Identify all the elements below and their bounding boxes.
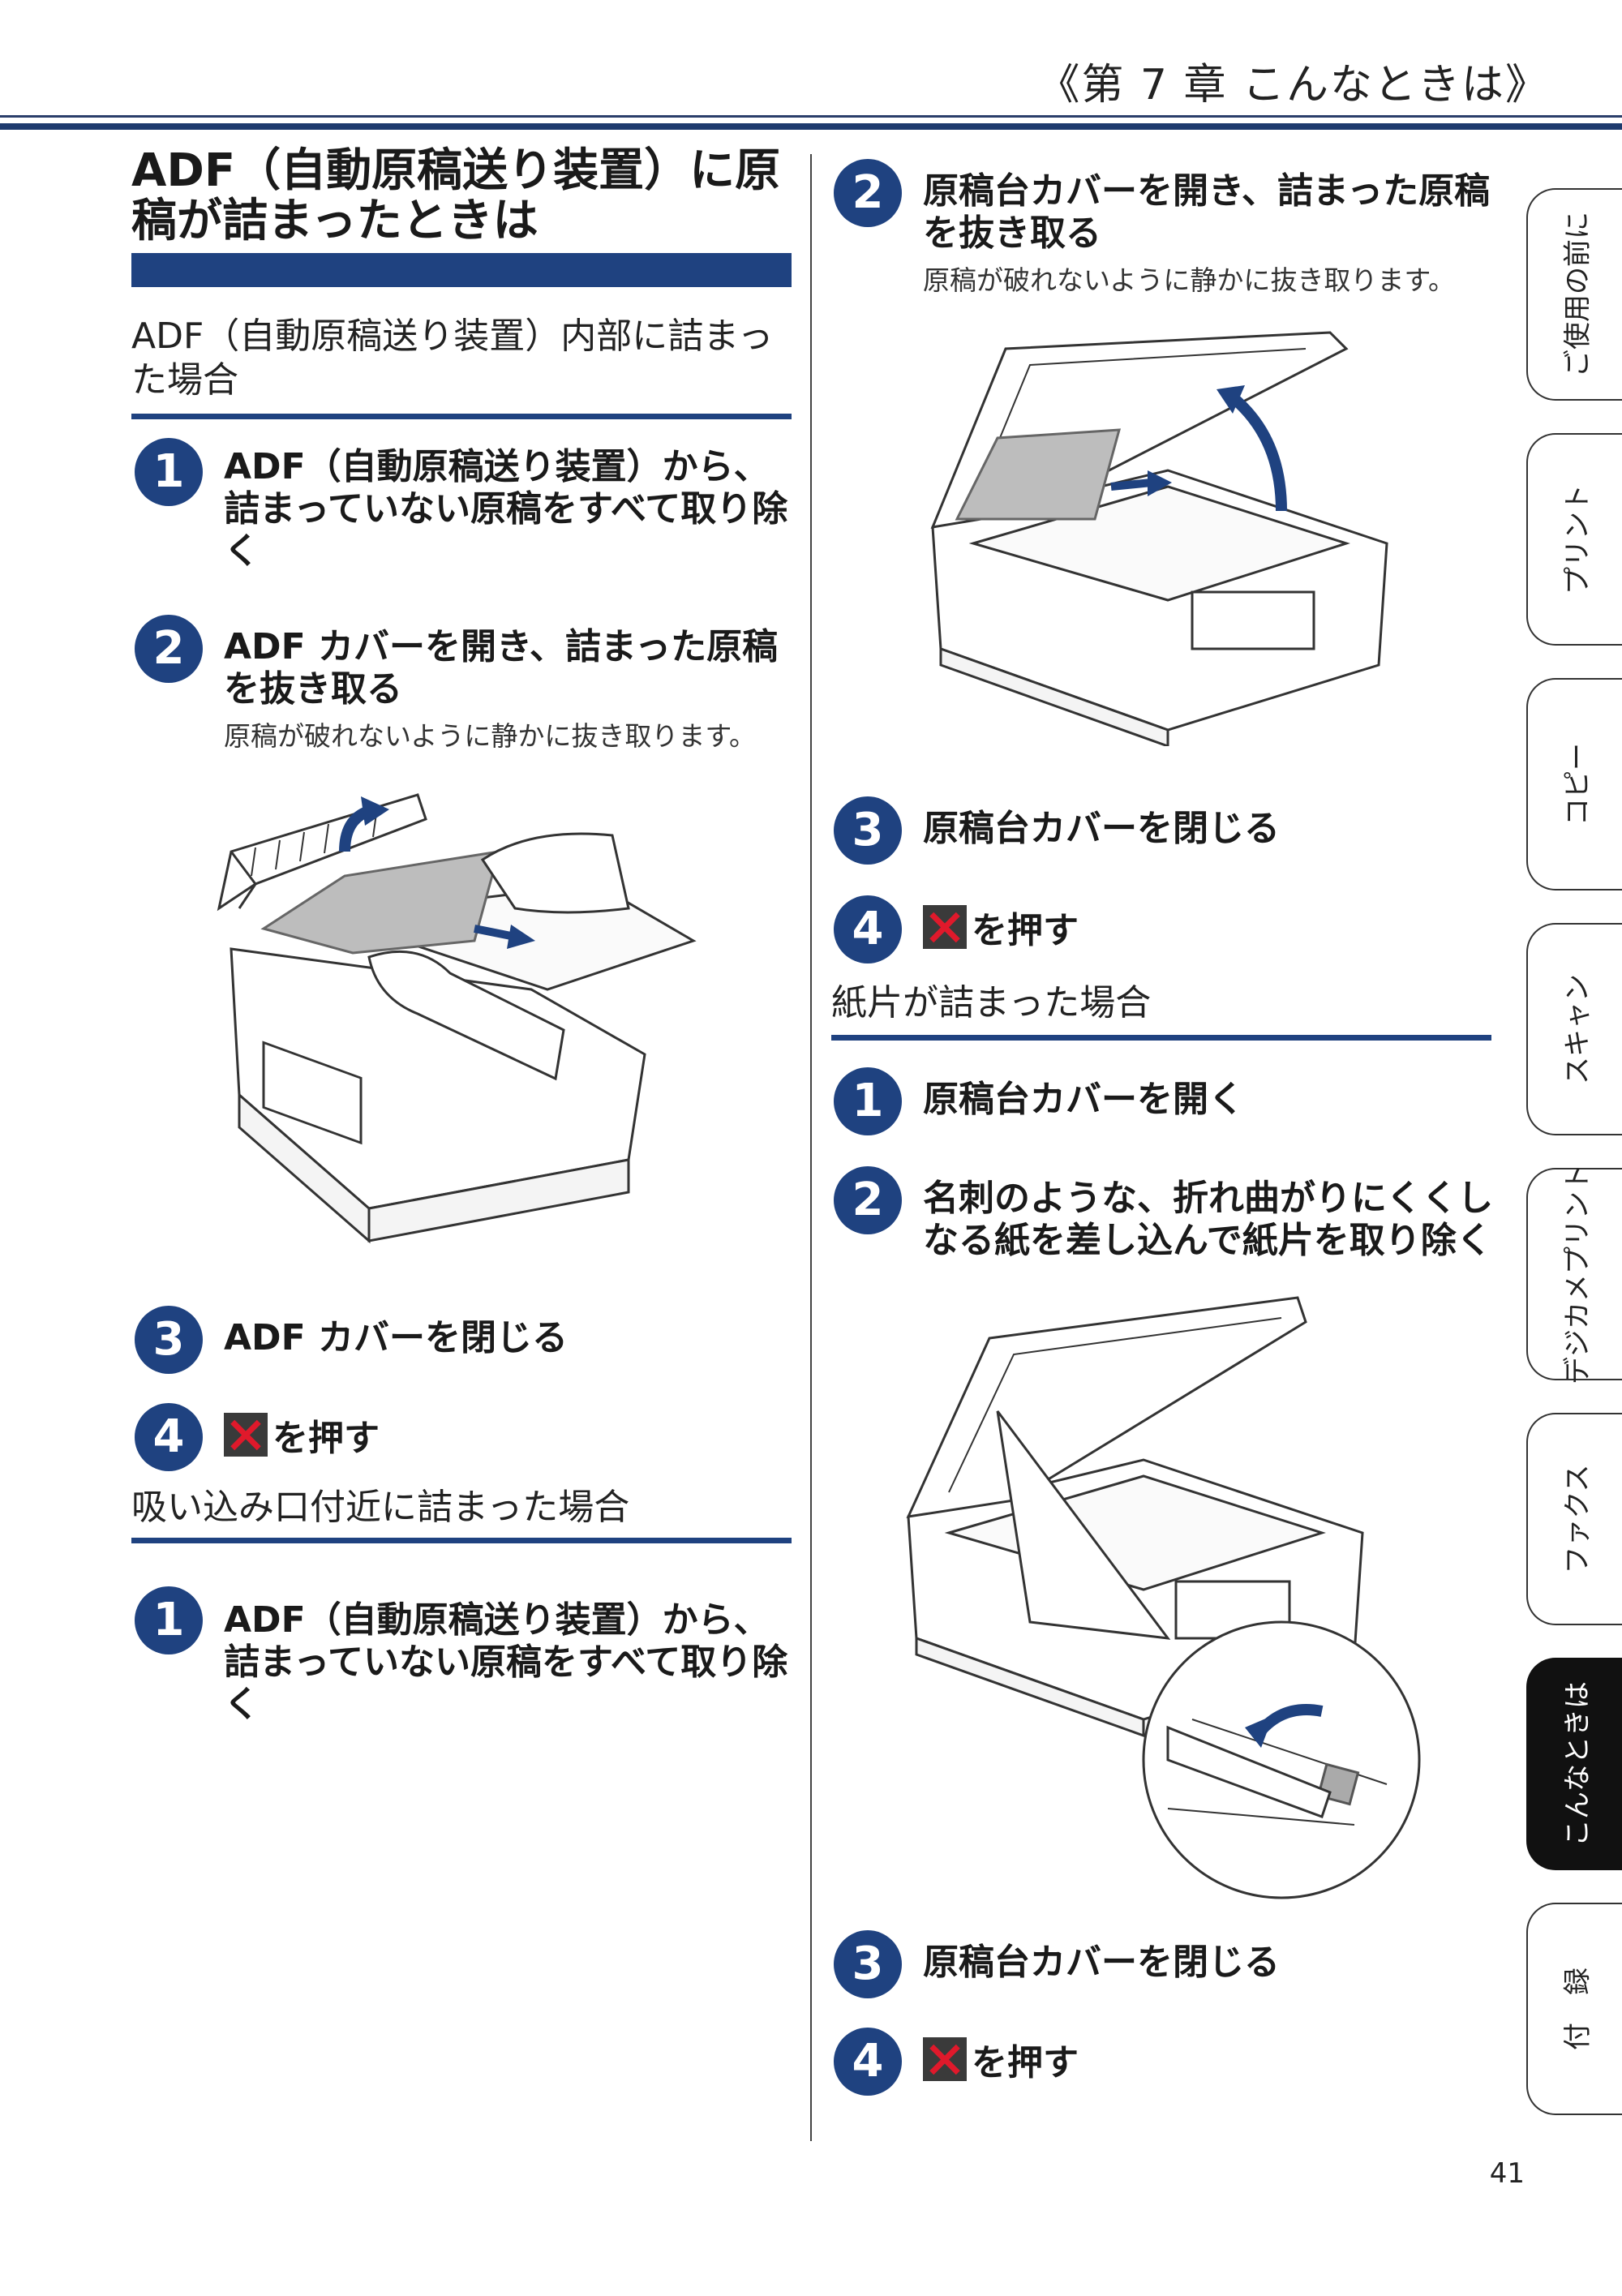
stop-x-icon bbox=[923, 905, 967, 949]
stop-x-icon bbox=[923, 2037, 967, 2081]
step-text-stop: を押す bbox=[923, 905, 1507, 952]
tab-troubleshooting[interactable]: こんなときは bbox=[1526, 1658, 1622, 1870]
step-text: ADF カバーを閉じる bbox=[224, 1317, 568, 1358]
step-number: 4 bbox=[135, 1403, 203, 1471]
step-number: 1 bbox=[834, 1067, 902, 1135]
section-heading-adf-inside: ADF（自動原稿送り装置）内部に詰まった場合 bbox=[131, 315, 774, 401]
step-number: 2 bbox=[834, 1166, 902, 1234]
header-rule-thin bbox=[0, 115, 1622, 118]
page-number: 41 bbox=[1489, 2157, 1525, 2190]
step-text: ADF（自動原稿送り装置）から、詰まっていない原稿をすべて取り除く bbox=[224, 446, 788, 572]
tab-scan[interactable]: スキャン bbox=[1526, 923, 1622, 1135]
section-rule bbox=[131, 414, 792, 419]
header-rule-thick bbox=[0, 123, 1622, 130]
step-note: 原稿が破れないように静かに抜き取ります。 bbox=[224, 720, 757, 752]
step-number: 3 bbox=[834, 796, 902, 865]
step-number: 1 bbox=[135, 438, 203, 506]
step-text: ADF カバーを開き、詰まった原稿を抜き取る bbox=[224, 626, 779, 710]
step-number: 4 bbox=[834, 895, 902, 963]
chapter-title: 《第 7 章 こんなときは》 bbox=[1037, 61, 1549, 109]
section-heading-feed-slot: 吸い込み口付近に詰まった場合 bbox=[131, 1487, 630, 1528]
step-number: 1 bbox=[135, 1586, 203, 1654]
tab-appendix[interactable]: 付 録 bbox=[1526, 1903, 1622, 2115]
step-text-stop: を押す bbox=[923, 2037, 1507, 2084]
tab-photo-print[interactable]: デジカメプリント bbox=[1526, 1164, 1622, 1384]
column-divider bbox=[810, 154, 812, 2141]
step-number: 4 bbox=[834, 2028, 902, 2096]
step-text: ADF（自動原稿送り装置）から、詰まっていない原稿をすべて取り除く bbox=[224, 1599, 788, 1725]
step-number: 2 bbox=[135, 615, 203, 683]
section-rule bbox=[831, 1035, 1491, 1041]
section-heading-fragment: 紙片が詰まった場合 bbox=[831, 982, 1152, 1024]
step-number: 2 bbox=[834, 159, 902, 227]
step-text-stop: を押す bbox=[224, 1413, 792, 1460]
adf-jam-illustration bbox=[217, 793, 697, 1244]
stop-x-icon bbox=[224, 1413, 268, 1457]
step-text: 名刺のような、折れ曲がりにくくしなる紙を差し込んで紙片を取り除く bbox=[923, 1178, 1494, 1261]
platen-jam-illustration bbox=[930, 331, 1388, 746]
section-rule bbox=[131, 1538, 792, 1543]
step-text: 原稿台カバーを開き、詰まった原稿を抜き取る bbox=[923, 170, 1491, 254]
tab-copy[interactable]: コピー bbox=[1526, 678, 1622, 891]
tab-print[interactable]: プリント bbox=[1526, 433, 1622, 646]
title-underbar bbox=[131, 253, 792, 287]
page-title: ADF（自動原稿送り装置）に原稿が詰まったときは bbox=[131, 144, 781, 247]
step-note: 原稿が破れないように静かに抜き取ります。 bbox=[923, 264, 1456, 296]
step-text: 原稿台カバーを開く bbox=[923, 1079, 1244, 1120]
fragment-removal-illustration bbox=[906, 1296, 1421, 1899]
step-number: 3 bbox=[135, 1306, 203, 1374]
tab-before-use[interactable]: ご使用の前に bbox=[1526, 188, 1622, 401]
step-text: 原稿台カバーを閉じる bbox=[923, 1942, 1280, 1983]
step-text: 原稿台カバーを閉じる bbox=[923, 808, 1280, 849]
tab-fax[interactable]: ファクス bbox=[1526, 1413, 1622, 1625]
step-number: 3 bbox=[834, 1930, 902, 1998]
